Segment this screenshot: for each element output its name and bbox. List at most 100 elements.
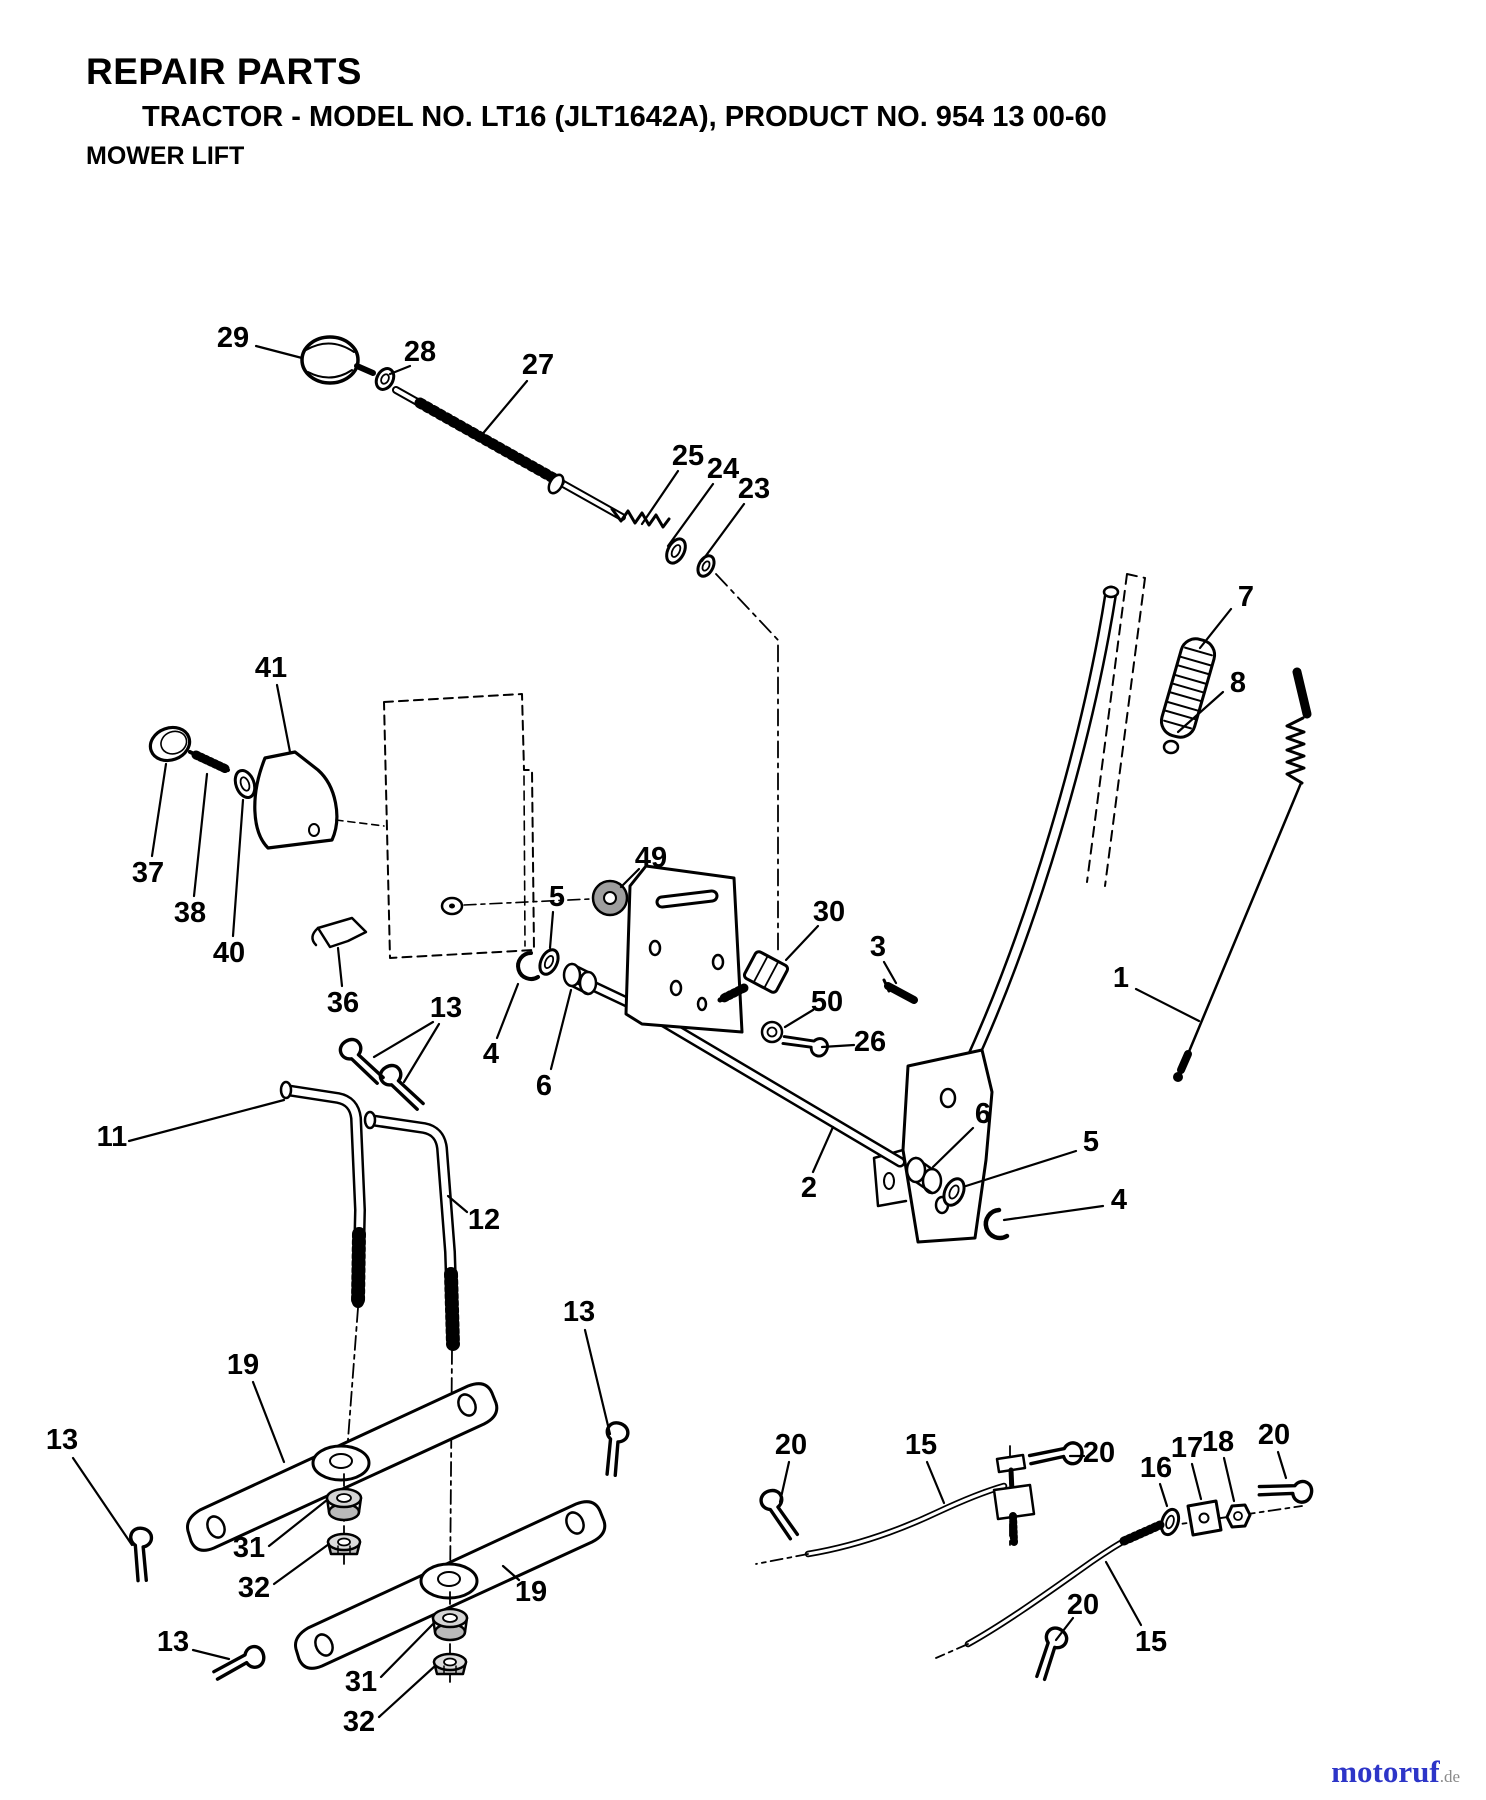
callout-24: 24: [707, 453, 739, 485]
clevis-bolt: [995, 1453, 1027, 1474]
cable-top-stub: [1292, 667, 1312, 719]
washer-50: [760, 1020, 784, 1044]
callout-18: 18: [1202, 1426, 1234, 1458]
leader-line-19: [251, 1380, 286, 1464]
leader-line-19: [501, 1564, 521, 1582]
leader-line-27: [478, 379, 529, 439]
callout-23: 23: [738, 473, 770, 505]
callout-8: 8: [1230, 667, 1246, 699]
callout-50: 50: [811, 986, 843, 1018]
callout-20: 20: [775, 1429, 807, 1461]
bushing-31: [325, 1487, 363, 1522]
leader-line-18: [1222, 1456, 1236, 1503]
callout-16: 16: [1140, 1452, 1172, 1484]
leader-line-7: [1198, 607, 1233, 650]
leader-line-8: [1176, 690, 1225, 734]
leader-line-49: [619, 867, 641, 889]
callout-6: 6: [975, 1098, 991, 1130]
clip-26: [779, 1022, 832, 1063]
clip-20: [1021, 1622, 1075, 1683]
lift-handle-assembly: [872, 573, 1217, 1244]
callout-32: 32: [343, 1706, 375, 1738]
lift-arms: [120, 1382, 636, 1687]
clip-13: [335, 1032, 386, 1094]
callout-11: 11: [97, 1121, 128, 1153]
leader-line-12: [446, 1194, 469, 1214]
callout-27: 27: [522, 349, 554, 381]
mower-linkage-rods: [755, 1437, 1316, 1683]
watermark: motoruf.de: [1331, 1754, 1460, 1790]
leader-line-5: [548, 910, 555, 950]
leader-line-13: [71, 1456, 134, 1547]
callout-19: 19: [515, 1576, 547, 1608]
leader-line-36: [336, 946, 344, 988]
leader-line-1: [1134, 987, 1201, 1023]
latch-36: [316, 916, 368, 949]
leader-line-4: [495, 982, 520, 1040]
document-header: REPAIR PARTS TRACTOR - MODEL NO. LT16 (J…: [86, 51, 1107, 171]
clip-13: [120, 1524, 159, 1584]
page-title: REPAIR PARTS: [86, 51, 362, 92]
callout-40: 40: [213, 937, 245, 969]
leader-line-38: [192, 772, 209, 898]
bolt-30: [742, 950, 790, 994]
leader-line-15: [925, 1460, 946, 1505]
callout-32: 32: [238, 1572, 270, 1604]
leader-line-20: [778, 1460, 791, 1504]
callout-29: 29: [217, 322, 249, 354]
callout-7: 7: [1238, 581, 1254, 613]
leader-line-25: [640, 469, 680, 526]
callout-3: 3: [870, 931, 886, 963]
leader-line-6: [931, 1126, 975, 1169]
watermark-name: motoruf: [1331, 1754, 1440, 1789]
leader-line-32: [272, 1542, 331, 1586]
retainer-4-right: [983, 1207, 1010, 1241]
model-line: TRACTOR - MODEL NO. LT16 (JLT1642A), PRO…: [142, 100, 1107, 133]
mount-plate: [624, 864, 744, 1034]
callout-20: 20: [1067, 1589, 1099, 1621]
leader-line-50: [783, 1008, 815, 1029]
washer-40: [233, 768, 257, 800]
leader-line-28: [388, 364, 412, 376]
leader-line-32: [377, 1664, 437, 1719]
pin-3: [884, 982, 918, 1004]
leader-line-11: [127, 1098, 286, 1143]
handle-tube: [961, 585, 1118, 1075]
callout-5: 5: [549, 881, 565, 913]
leader-line-26: [820, 1043, 856, 1049]
section-title: MOWER LIFT: [86, 141, 245, 170]
leader-line-13: [583, 1328, 612, 1436]
leader-line-13: [402, 1022, 441, 1084]
clip-20: [1027, 1437, 1085, 1470]
callout-37: 37: [132, 857, 164, 889]
washer-16: [1159, 1507, 1181, 1537]
bushing-6-right: [905, 1156, 927, 1184]
leader-line-20: [1276, 1450, 1288, 1480]
leader-line-31: [267, 1498, 329, 1548]
washer-5-right: [942, 1177, 966, 1207]
leader-line-5: [964, 1149, 1078, 1188]
leader-line-29: [254, 344, 304, 360]
callout-31: 31: [233, 1532, 265, 1564]
nut-18: [1225, 1503, 1252, 1529]
bushing-31: [431, 1607, 469, 1642]
callout-13: 13: [430, 992, 462, 1024]
panel-dashed: [383, 693, 535, 959]
nut-32: [432, 1652, 468, 1676]
cable-wire: [1186, 781, 1303, 1056]
leader-line-31: [379, 1622, 435, 1679]
lift-arm-19: [186, 1382, 499, 1552]
nut-32: [326, 1532, 362, 1556]
leader-line-20: [1054, 1616, 1075, 1642]
callout-5: 5: [1083, 1126, 1099, 1158]
lift-rod-assembly: [300, 335, 779, 951]
cap-37: [148, 725, 192, 763]
callout-13: 13: [157, 1626, 189, 1658]
callout-12: 12: [468, 1204, 500, 1236]
handle-alt-position-dashed: [1086, 573, 1146, 887]
handle-grip-7: [1159, 637, 1217, 739]
leader-line-23: [700, 502, 746, 563]
lever-bracket: [901, 1048, 994, 1244]
